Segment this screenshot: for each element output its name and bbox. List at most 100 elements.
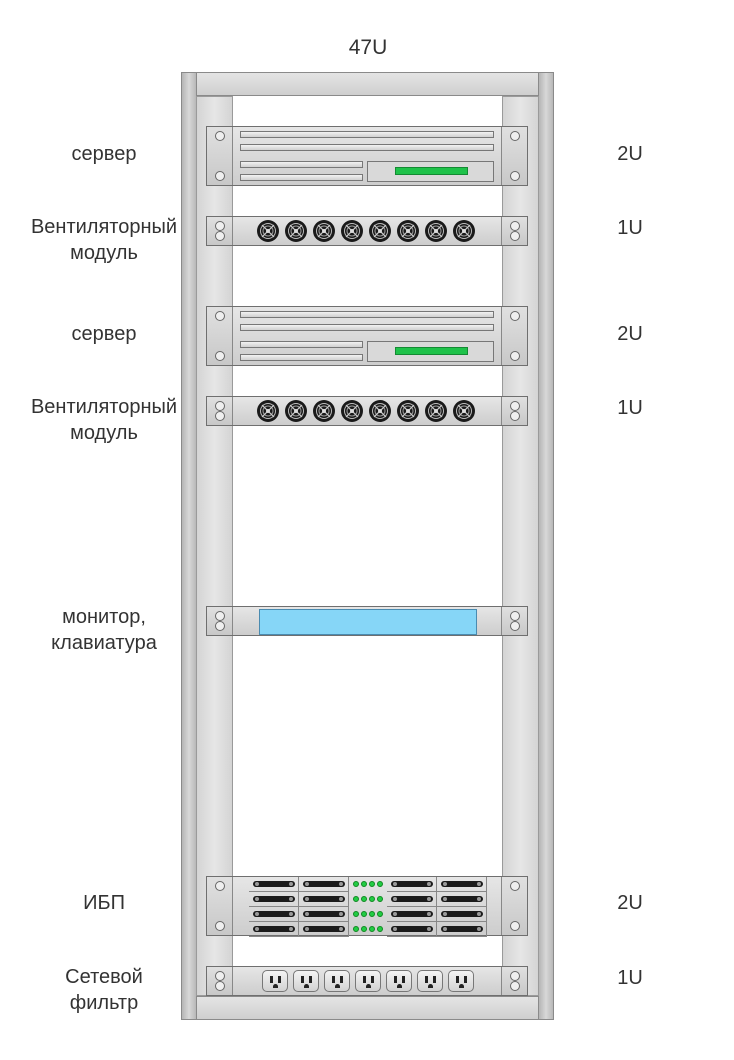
handle-icon — [441, 896, 483, 902]
drive-bay — [240, 341, 363, 348]
rack-ear — [207, 877, 233, 935]
size-label-fan-module-1: 1U — [617, 217, 643, 239]
ups-battery-slot — [387, 892, 437, 907]
rack-ear — [501, 877, 527, 935]
device-label-fan-module-2: Вентиляторный модуль — [14, 394, 194, 446]
ups-battery-slot — [249, 922, 299, 937]
status-led-icon — [377, 881, 383, 887]
ups-battery-slot — [299, 892, 349, 907]
fan-module-unit — [206, 216, 528, 246]
size-label-server-2: 2U — [617, 323, 643, 345]
status-led-icon — [361, 881, 367, 887]
drive-bay — [240, 131, 494, 138]
outlet-icon — [386, 970, 412, 992]
server-unit — [206, 306, 528, 366]
handle-icon — [391, 911, 433, 917]
fan-icon — [453, 220, 475, 242]
fan-icon — [285, 400, 307, 422]
status-led-icon — [353, 881, 359, 887]
ups-battery-slot — [249, 877, 299, 892]
rack-ear — [207, 217, 233, 245]
ups-battery-slot — [387, 922, 437, 937]
fan-icon — [369, 400, 391, 422]
label-line: монитор, — [62, 606, 146, 628]
handle-icon — [253, 911, 295, 917]
label-line: Вентиляторный — [30, 216, 178, 238]
status-panel — [367, 161, 494, 182]
status-led-icon — [369, 881, 375, 887]
outlet-icon — [448, 970, 474, 992]
rack-ear — [501, 307, 527, 365]
status-led-icon — [353, 926, 359, 932]
monitor-screen — [259, 609, 477, 635]
handle-icon — [391, 881, 433, 887]
size-label-fan-module-2: 1U — [617, 397, 643, 419]
fan-icon — [341, 400, 363, 422]
outlet-icon — [293, 970, 319, 992]
drive-bay — [240, 174, 363, 181]
fan-icon — [425, 400, 447, 422]
device-label-server-2: сервер — [71, 323, 137, 345]
handle-icon — [441, 881, 483, 887]
drive-bay — [240, 311, 494, 318]
ups-battery-slot — [387, 907, 437, 922]
monitor-keyboard-unit — [206, 606, 528, 636]
rack-ear — [207, 607, 233, 635]
label-line: клавиатура — [51, 632, 157, 654]
ups-battery-slot — [249, 892, 299, 907]
fan-icon — [285, 220, 307, 242]
ups-battery-slot — [387, 877, 437, 892]
fan-icon — [369, 220, 391, 242]
size-label-power-strip: 1U — [617, 967, 643, 989]
ups-battery-slot — [437, 907, 487, 922]
fan-icon — [257, 220, 279, 242]
status-led-icon — [377, 896, 383, 902]
ups-battery-slot — [299, 922, 349, 937]
handle-icon — [253, 896, 295, 902]
outlet-icon — [324, 970, 350, 992]
ups-unit — [206, 876, 528, 937]
status-led-icon — [361, 896, 367, 902]
rack-ear — [501, 127, 527, 185]
device-label-fan-module-1: Вентиляторный модуль — [14, 214, 194, 266]
power-strip-unit — [206, 966, 528, 996]
status-led-icon — [353, 896, 359, 902]
label-line: Вентиляторный — [30, 396, 178, 418]
drive-bay — [240, 354, 363, 361]
server-unit — [206, 126, 528, 186]
status-led-icon — [369, 926, 375, 932]
fan-icon — [341, 220, 363, 242]
status-led-icon — [369, 896, 375, 902]
outlet-icon — [262, 970, 288, 992]
label-line: модуль — [70, 422, 138, 444]
status-led-icon — [369, 911, 375, 917]
outlet-icon — [355, 970, 381, 992]
rack-left-rail — [196, 96, 233, 996]
device-label-server-1: сервер — [71, 143, 137, 165]
status-led-icon — [353, 911, 359, 917]
ups-battery-slot — [437, 877, 487, 892]
rack-right-post — [538, 72, 554, 1020]
ups-battery-slot — [437, 892, 487, 907]
label-line: Сетевой — [65, 966, 143, 988]
fan-icon — [425, 220, 447, 242]
handle-icon — [391, 896, 433, 902]
handle-icon — [441, 911, 483, 917]
fan-icon — [257, 400, 279, 422]
outlet-icon — [417, 970, 443, 992]
handle-icon — [253, 881, 295, 887]
device-label-power-strip: Сетевой фильтр — [14, 964, 194, 1016]
drive-bay — [240, 161, 363, 168]
status-led-icon — [377, 926, 383, 932]
rack-ear — [501, 607, 527, 635]
drive-bay — [240, 144, 494, 151]
handle-icon — [303, 911, 345, 917]
rack-top-bar — [196, 72, 539, 96]
rack-ear — [501, 967, 527, 995]
handle-icon — [303, 926, 345, 932]
handle-icon — [303, 896, 345, 902]
handle-icon — [441, 926, 483, 932]
handle-icon — [303, 881, 345, 887]
rack-bottom-bar — [196, 996, 539, 1020]
rack-ear — [501, 397, 527, 425]
